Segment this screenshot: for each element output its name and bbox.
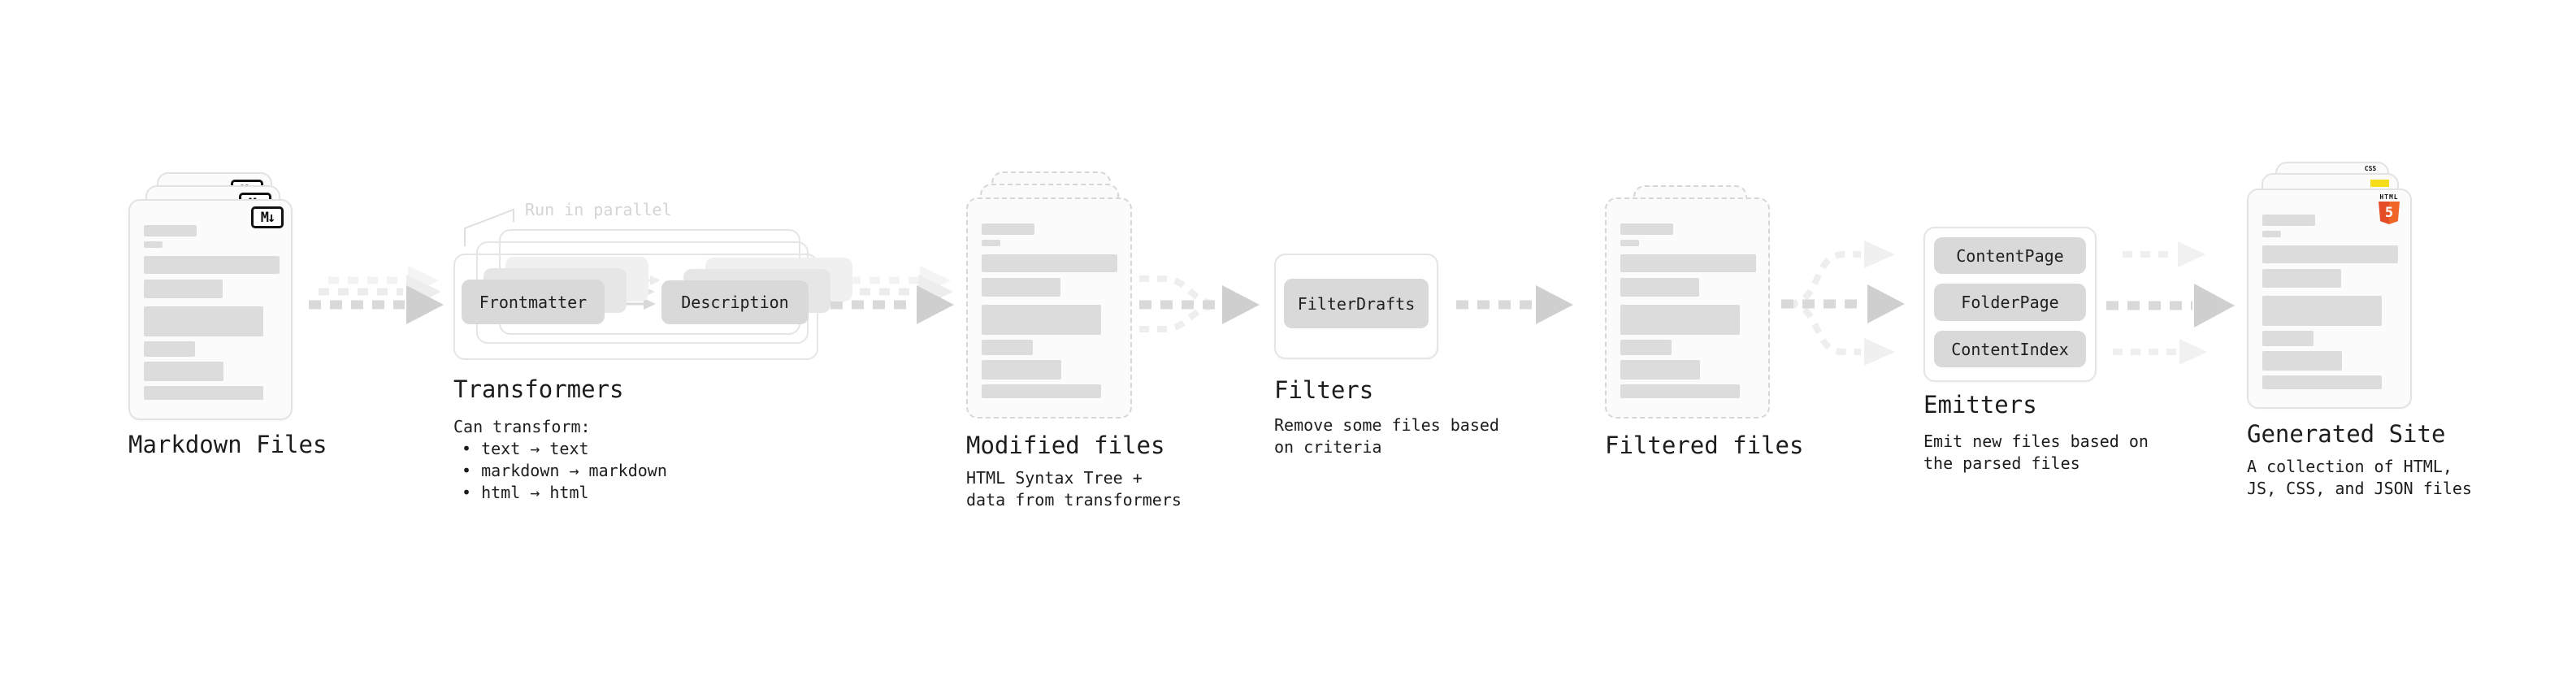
placeholder-bar xyxy=(1620,340,1672,355)
arrowhead-icon xyxy=(1536,285,1573,324)
arrow-filtered-to-emitters xyxy=(1781,241,1905,366)
modified-files-caption: HTML Syntax Tree + data from transformer… xyxy=(966,468,1182,510)
filtered-files-label: Filtered files xyxy=(1605,432,1804,459)
placeholder-bar xyxy=(144,280,223,298)
placeholder-bar xyxy=(144,306,263,336)
arrow-filters-to-filtered xyxy=(1456,285,1573,324)
placeholder-bar xyxy=(982,384,1101,398)
arrowhead-icon xyxy=(1864,338,1895,366)
folderpage-box: FolderPage xyxy=(1934,284,2086,321)
transformers-bullet: • html → html xyxy=(462,483,589,502)
generated-site-caption: A collection of HTML, JS, CSS, and JSON … xyxy=(2247,457,2472,498)
file-card-dashed xyxy=(966,197,1132,419)
placeholder-bar xyxy=(2262,231,2281,237)
markdown-icon: M↓ xyxy=(251,206,284,228)
markdown-files-label: Markdown Files xyxy=(128,431,327,458)
emitters-caption: Emit new files based on the parsed files xyxy=(1923,432,2149,473)
placeholder-bar xyxy=(144,341,195,357)
placeholder-bar xyxy=(144,241,163,248)
emitters-label: Emitters xyxy=(1923,391,2037,419)
arrowhead-icon xyxy=(406,285,444,324)
placeholder-bar xyxy=(1620,278,1699,297)
placeholder-bar xyxy=(1620,240,1639,246)
arrowhead-icon xyxy=(1864,241,1895,268)
placeholder-bar xyxy=(1620,305,1740,335)
arrowhead-icon xyxy=(650,275,661,285)
placeholder-bar xyxy=(982,305,1101,335)
arrowhead-icon xyxy=(1222,285,1260,324)
placeholder-bar xyxy=(982,278,1060,297)
filters-caption: Remove some files based on criteria xyxy=(1274,415,1499,457)
placeholder-bar xyxy=(2262,215,2315,226)
placeholder-bar xyxy=(1620,223,1673,235)
placeholder-bar xyxy=(982,223,1034,235)
placeholder-bar xyxy=(982,240,1000,246)
contentindex-box: ContentIndex xyxy=(1934,331,2086,367)
callout-leader-line xyxy=(464,208,514,246)
run-in-parallel-callout: Run in parallel xyxy=(525,200,672,219)
modified-files-label: Modified files xyxy=(966,432,1165,459)
arrowhead-icon xyxy=(1867,284,1905,323)
placeholder-bar xyxy=(2262,331,2314,346)
frontmatter-box: Frontmatter xyxy=(462,280,605,324)
placeholder-bar xyxy=(982,360,1061,380)
arrow-markdown-to-transformers xyxy=(309,266,444,324)
transformers-label: Transformers xyxy=(453,375,624,403)
placeholder-bar xyxy=(2262,245,2398,263)
arrow-emitters-to-site xyxy=(2106,241,2235,365)
transformers-bullet: • markdown → markdown xyxy=(462,461,667,480)
html5-icon: HTML 5 xyxy=(2378,193,2400,224)
placeholder-bar xyxy=(982,254,1117,272)
placeholder-bar xyxy=(144,225,197,236)
placeholder-bar xyxy=(144,386,263,400)
arrowhead-icon xyxy=(2178,241,2205,267)
description-box: Description xyxy=(661,280,809,324)
placeholder-bar xyxy=(2262,375,2382,389)
arrowhead-icon xyxy=(2179,339,2207,365)
file-card: M↓ xyxy=(128,199,293,420)
placeholder-bar xyxy=(982,340,1033,355)
file-card-dashed xyxy=(1605,197,1770,419)
arrowhead-icon xyxy=(644,298,656,310)
transformers-caption-heading: Can transform: xyxy=(453,417,591,436)
placeholder-bar xyxy=(2262,296,2382,326)
placeholder-bar xyxy=(2262,351,2342,371)
arrowhead-icon xyxy=(917,285,954,324)
javascript-icon xyxy=(2370,180,2389,187)
placeholder-bar xyxy=(1620,384,1740,398)
placeholder-bar xyxy=(2262,269,2341,288)
placeholder-bar xyxy=(1620,360,1700,380)
placeholder-bar xyxy=(144,362,223,381)
placeholder-bar xyxy=(144,256,280,274)
filterdrafts-box: FilterDrafts xyxy=(1284,279,1429,328)
arrowhead-icon xyxy=(2194,284,2235,327)
transformers-bullet: • text → text xyxy=(462,439,589,458)
placeholder-bar xyxy=(1620,254,1756,272)
arrow-transformers-to-modified xyxy=(830,266,954,324)
generated-site-label: Generated Site xyxy=(2247,420,2446,448)
arrow-modified-to-filters xyxy=(1139,275,1260,332)
filters-label: Filters xyxy=(1274,376,1374,404)
file-card: HTML 5 xyxy=(2247,189,2412,409)
contentpage-box: ContentPage xyxy=(1934,237,2086,274)
